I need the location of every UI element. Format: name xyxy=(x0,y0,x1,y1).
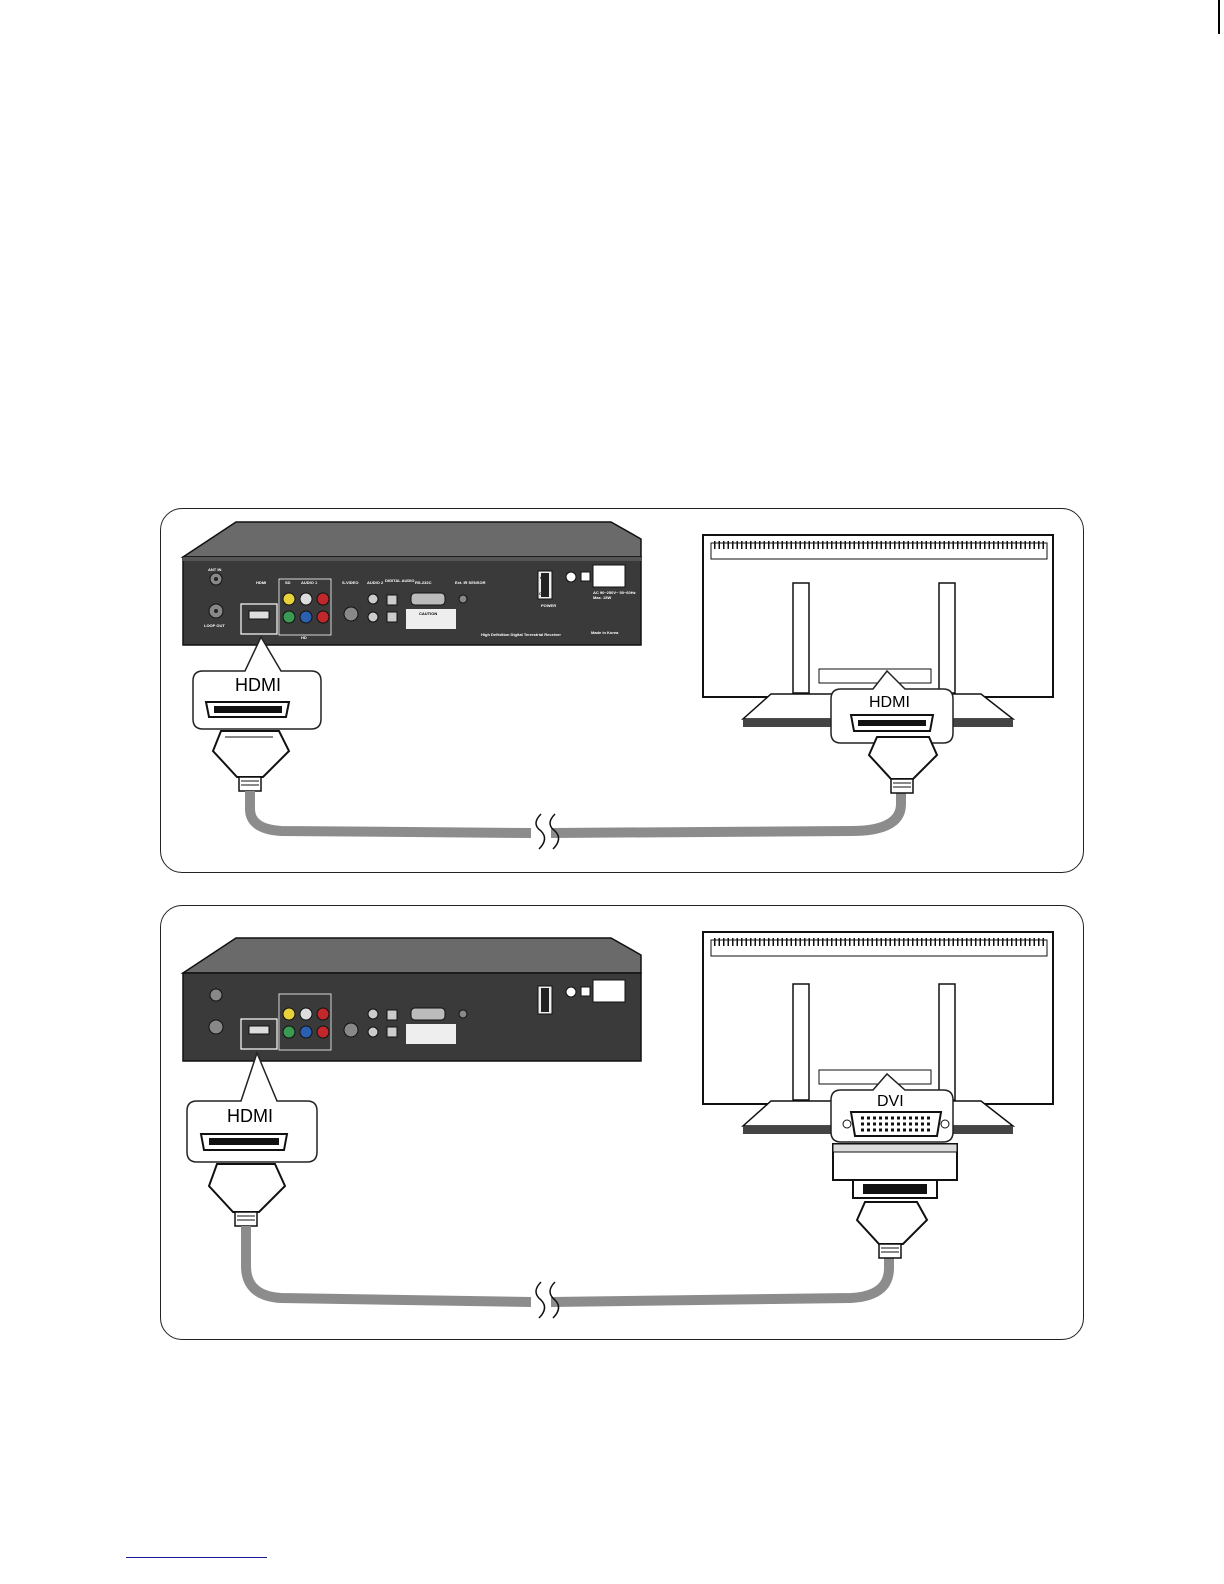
hdmi-cable xyxy=(250,791,531,833)
hdmi-plug-right xyxy=(869,737,937,793)
rs232c-label: RS-232C xyxy=(415,580,432,585)
page-edge-rule xyxy=(1218,0,1220,34)
receiver-hdmi-callout: HDMI xyxy=(187,1053,317,1162)
hdmi-plug-right xyxy=(857,1202,927,1258)
power-label: POWER xyxy=(541,603,556,608)
dvi-to-hdmi-adapter xyxy=(833,1144,957,1198)
loop-out-label: LOOP OUT xyxy=(204,623,225,628)
digital-audio-label: DIGITAL AUDIO xyxy=(385,578,414,583)
hdmi-plug-left xyxy=(213,731,289,791)
hdmi-port-label: HDMI xyxy=(256,580,266,585)
cable-break-mark xyxy=(536,814,559,849)
hd-label: HD xyxy=(301,635,307,640)
hdmi-cable-right xyxy=(551,791,901,833)
ext-ir-label: Ext. IR SENSOR xyxy=(455,580,486,585)
sd-label: SD xyxy=(285,580,291,585)
cable-break-mark xyxy=(536,1282,559,1318)
receiver-callout-label: HDMI xyxy=(227,1106,273,1126)
receiver-hdmi-callout: HDMI xyxy=(193,637,321,729)
tv-callout-label: HDMI xyxy=(869,694,910,711)
footer-rule xyxy=(126,1557,267,1558)
model-label: High Definition Digital Terrestrial Rece… xyxy=(481,632,561,637)
svideo-label: S-VIDEO xyxy=(342,580,358,585)
diagram-hdmi-to-hdmi: ANT IN LOOP OUT HDMI SD AUDIO 1 HD S-VID… xyxy=(161,509,1085,874)
caution-label: CAUTION xyxy=(419,611,437,616)
max-power-label: Max. 15W xyxy=(593,595,611,600)
tv-callout-label: DVI xyxy=(877,1093,904,1110)
audio2-label: AUDIO 2 xyxy=(367,580,384,585)
receiver-rear-panel: ANT IN LOOP OUT HDMI SD AUDIO 1 HD S-VID… xyxy=(183,522,641,645)
connection-panel-hdmi-to-dvi: HDMI DVI xyxy=(160,905,1084,1340)
diagram-hdmi-to-dvi: HDMI DVI xyxy=(161,906,1085,1341)
hdmi-cable-right xyxy=(551,1258,889,1302)
hdmi-cable xyxy=(246,1226,531,1302)
made-in-label: Made in Korea xyxy=(591,630,619,635)
hdmi-plug-left xyxy=(209,1164,285,1226)
audio1-label: AUDIO 1 xyxy=(301,580,318,585)
receiver-callout-label: HDMI xyxy=(235,675,281,695)
ant-in-label: ANT IN xyxy=(208,567,221,572)
connection-panel-hdmi-to-hdmi: ANT IN LOOP OUT HDMI SD AUDIO 1 HD S-VID… xyxy=(160,508,1084,873)
receiver-rear-panel xyxy=(183,938,641,1061)
